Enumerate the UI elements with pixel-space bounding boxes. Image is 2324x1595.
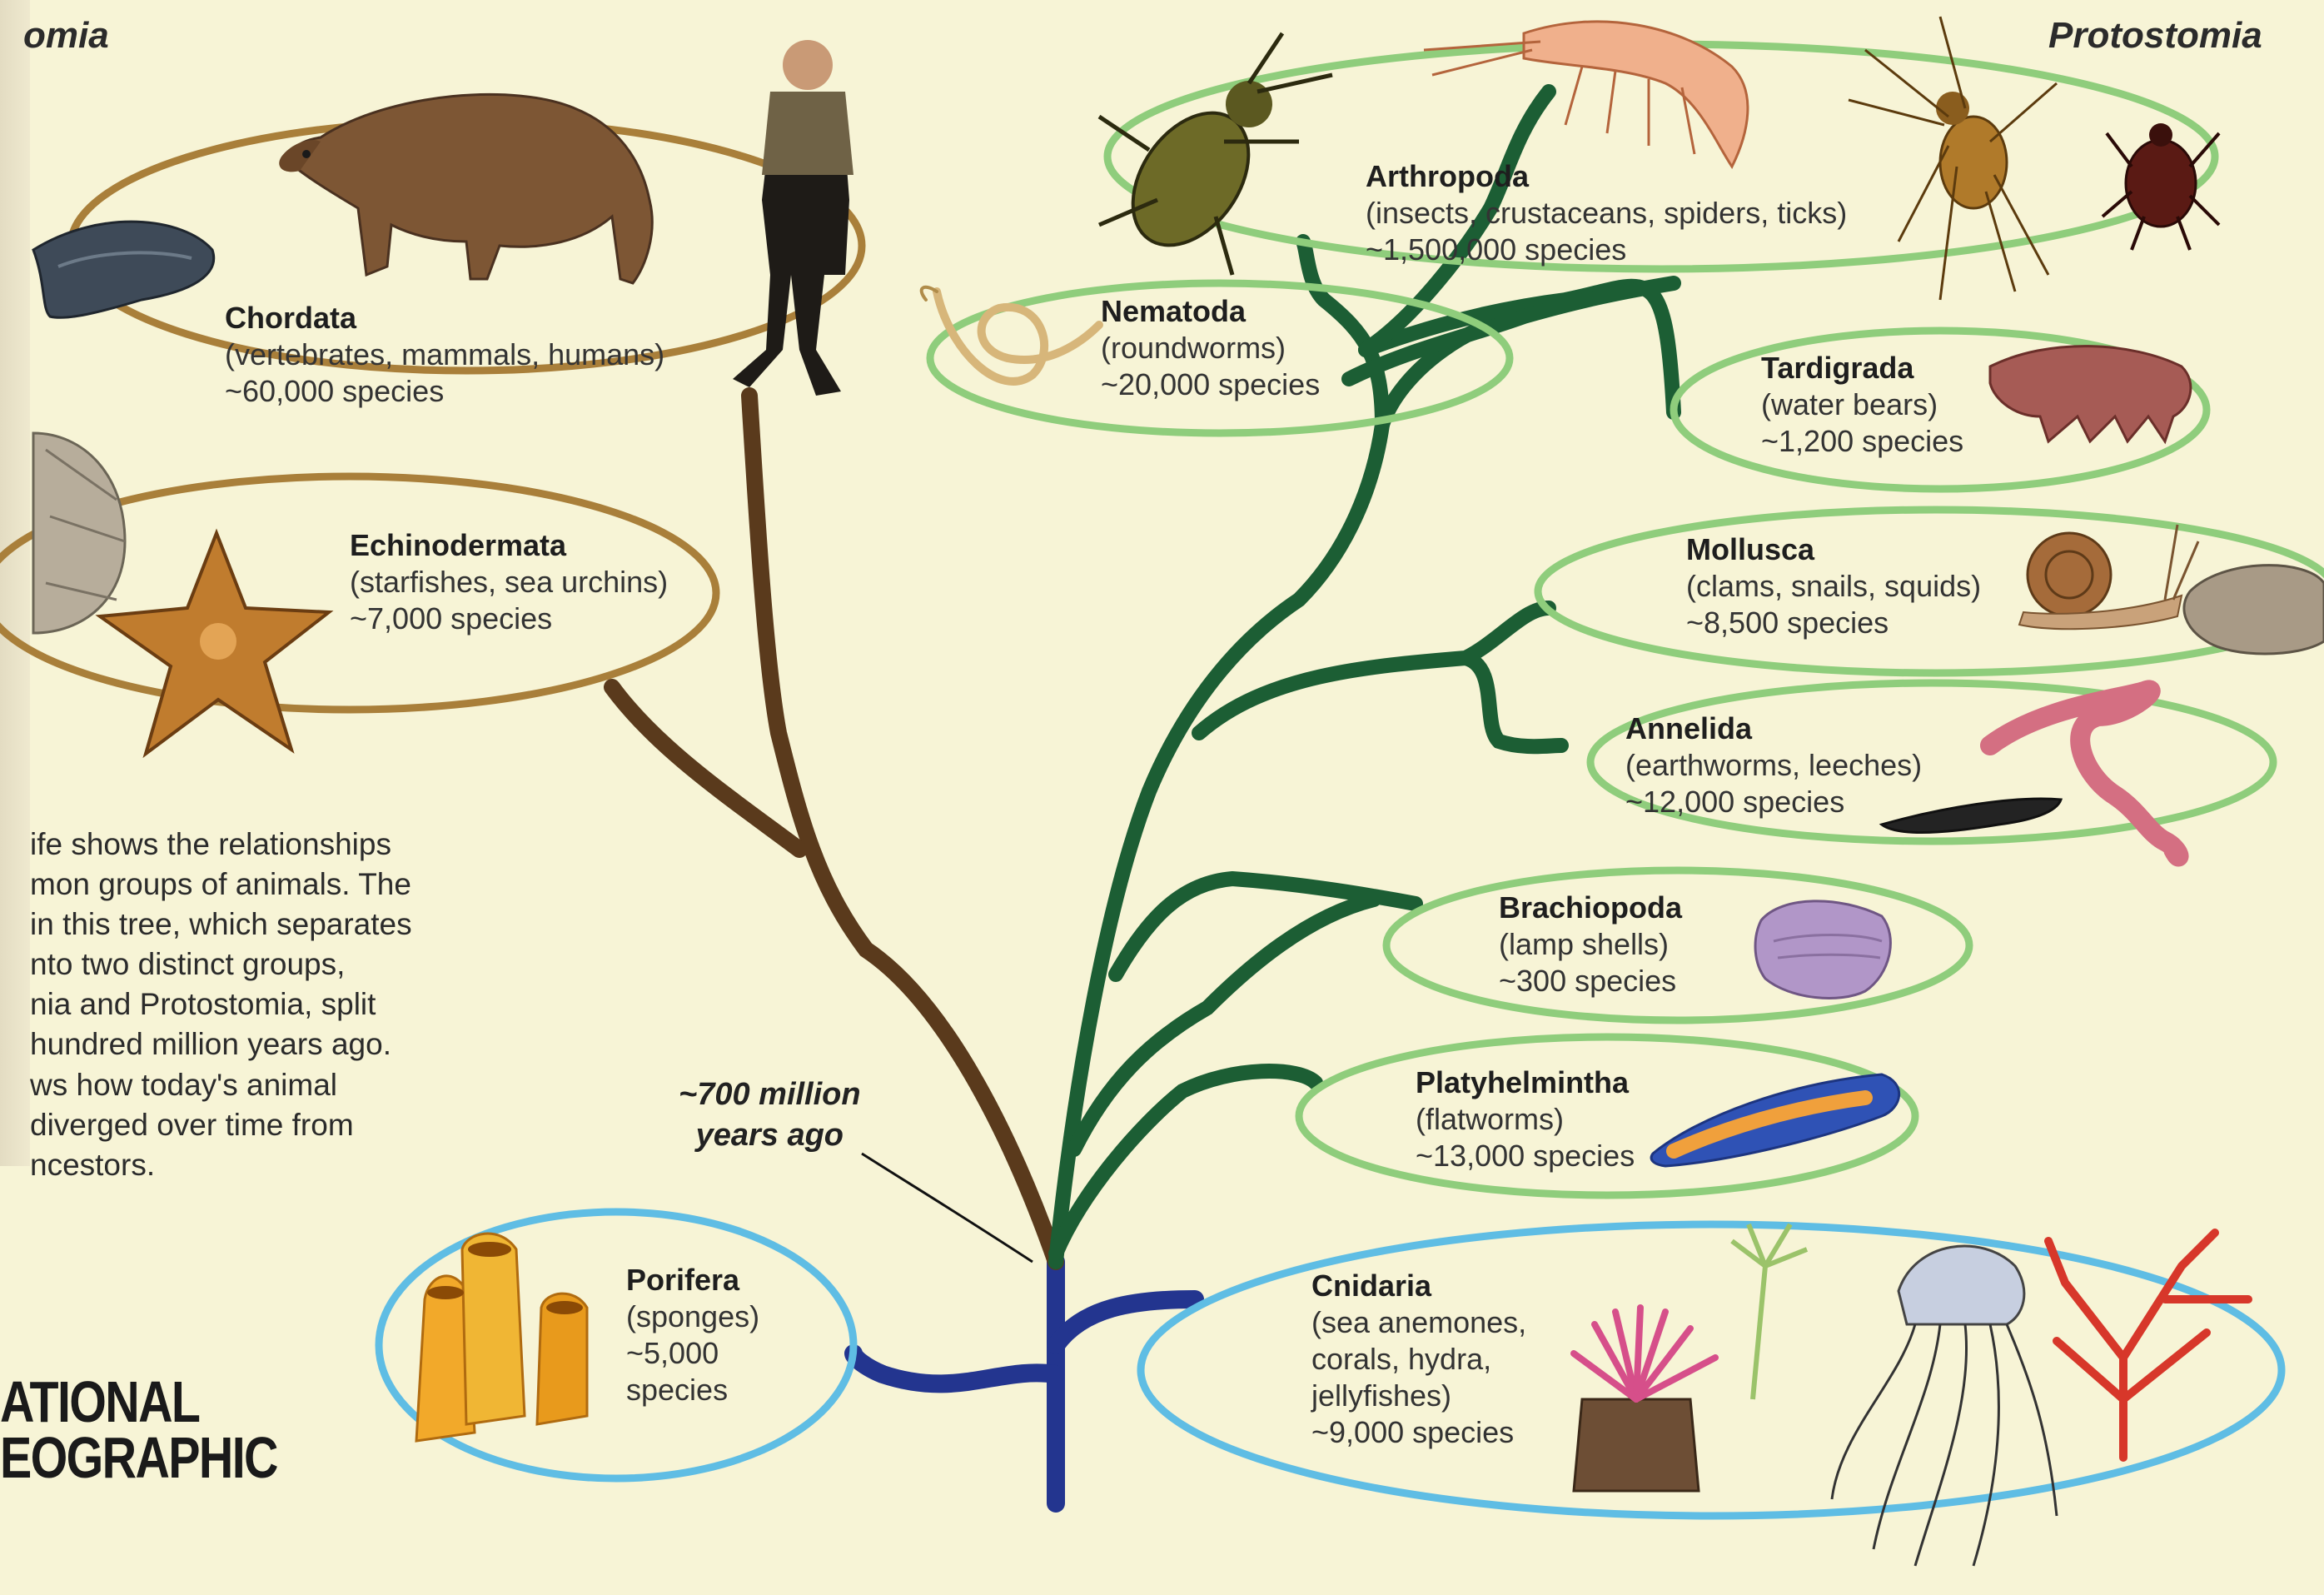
nematoda-label: Nematoda (roundworms) ~20,000 species [1101, 293, 1320, 403]
intro-line: mon groups of animals. The [30, 865, 412, 905]
cnidaria-desc-3: jellyfishes) [1311, 1378, 1526, 1414]
arthropoda-desc: (insects, crustaceans, spiders, ticks) [1366, 195, 1847, 232]
bear-icon [279, 94, 652, 283]
snail-icon [2019, 525, 2198, 629]
intro-line: hundred million years ago. [30, 1024, 412, 1064]
flatworm-icon [1651, 1074, 1899, 1166]
intro-line: diverged over time from [30, 1105, 412, 1145]
cnidaria-name: Cnidaria [1311, 1268, 1526, 1304]
cnidaria-desc-2: corals, hydra, [1311, 1341, 1526, 1378]
human-icon [733, 40, 853, 396]
deuterostomia-label: omia [23, 15, 109, 57]
mollusca-label: Mollusca (clams, snails, squids) ~8,500 … [1686, 531, 1981, 641]
annelida-desc: (earthworms, leeches) [1625, 747, 1922, 784]
time-annotation: ~700 million years ago [679, 1074, 861, 1157]
arthropoda-label: Arthropoda (insects, crustaceans, spider… [1366, 158, 1847, 268]
cnidaria-count: ~9,000 species [1311, 1414, 1526, 1451]
brachiopoda-name: Brachiopoda [1499, 890, 1682, 926]
nematoda-name: Nematoda [1101, 293, 1320, 330]
tardigrada-name: Tardigrada [1761, 350, 1963, 386]
publisher-logo-line-1: ATIONAL [0, 1374, 277, 1430]
annelida-name: Annelida [1625, 710, 1922, 747]
brachiopoda-desc: (lamp shells) [1499, 926, 1682, 963]
lamp-shell-icon [1755, 901, 1890, 999]
nematoda-count: ~20,000 species [1101, 366, 1320, 403]
porifera-label: Porifera (sponges) ~5,000 species [626, 1262, 759, 1408]
jellyfish-icon [1832, 1246, 2057, 1566]
platyhelmintha-desc: (flatworms) [1416, 1101, 1635, 1138]
tardigrade-icon [1990, 346, 2191, 441]
chordata-label: Chordata (vertebrates, mammals, humans) … [225, 300, 664, 410]
time-annotation-line-1: ~700 million [679, 1074, 861, 1115]
mollusca-count: ~8,500 species [1686, 605, 1981, 641]
brachiopoda-label: Brachiopoda (lamp shells) ~300 species [1499, 890, 1682, 999]
echinodermata-count: ~7,000 species [350, 601, 668, 637]
platyhelmintha-name: Platyhelmintha [1416, 1064, 1635, 1101]
brachiopoda-count: ~300 species [1499, 963, 1682, 999]
intro-line: nto two distinct groups, [30, 945, 412, 984]
platyhelmintha-label: Platyhelmintha (flatworms) ~13,000 speci… [1416, 1064, 1635, 1174]
intro-line: ws how today's animal [30, 1065, 412, 1105]
chordata-count: ~60,000 species [225, 373, 664, 410]
tardigrada-label: Tardigrada (water bears) ~1,200 species [1761, 350, 1963, 460]
cnidaria-label: Cnidaria (sea anemones, corals, hydra, j… [1311, 1268, 1526, 1451]
porifera-desc: (sponges) [626, 1298, 759, 1335]
intro-line: nia and Protostomia, split [30, 984, 412, 1024]
cnidaria-desc-1: (sea anemones, [1311, 1304, 1526, 1341]
tardigrada-count: ~1,200 species [1761, 423, 1963, 460]
sponge-icon [416, 1234, 587, 1441]
stingray-icon [33, 222, 214, 317]
arthropoda-name: Arthropoda [1366, 158, 1847, 195]
annelida-label: Annelida (earthworms, leeches) ~12,000 s… [1625, 710, 1922, 820]
tick-icon [2103, 123, 2219, 250]
porifera-count: ~5,000 [626, 1335, 759, 1372]
echinodermata-desc: (starfishes, sea urchins) [350, 564, 668, 601]
intro-line: ncestors. [30, 1145, 412, 1185]
chordata-desc: (vertebrates, mammals, humans) [225, 336, 664, 373]
publisher-logo-line-2: EOGRAPHIC [0, 1430, 277, 1486]
echinodermata-name: Echinodermata [350, 527, 668, 564]
porifera-name: Porifera [626, 1262, 759, 1298]
protostomia-label: Protostomia [2048, 15, 2262, 57]
mollusca-name: Mollusca [1686, 531, 1981, 568]
intro-line: in this tree, which separates [30, 905, 412, 945]
mollusca-desc: (clams, snails, squids) [1686, 568, 1981, 605]
starfish-icon [100, 533, 329, 754]
publisher-logo: ATIONAL EOGRAPHIC [0, 1374, 277, 1485]
platyhelmintha-count: ~13,000 species [1416, 1138, 1635, 1174]
clam-icon [2184, 566, 2324, 654]
sea-urchin-icon [33, 433, 125, 633]
coral-icon [2048, 1233, 2248, 1458]
hydra-icon [1732, 1224, 1807, 1399]
echinodermata-label: Echinodermata (starfishes, sea urchins) … [350, 527, 668, 637]
sea-anemone-icon [1574, 1308, 1715, 1491]
arthropoda-count: ~1,500,000 species [1366, 232, 1847, 268]
chordata-name: Chordata [225, 300, 664, 336]
intro-paragraph: ife shows the relationships mon groups o… [30, 825, 412, 1185]
porifera-count-unit: species [626, 1372, 759, 1408]
annelida-count: ~12,000 species [1625, 784, 1922, 820]
intro-line: ife shows the relationships [30, 825, 412, 865]
tardigrada-desc: (water bears) [1761, 386, 1963, 423]
nematoda-desc: (roundworms) [1101, 330, 1320, 366]
time-pointer-line [862, 1154, 1033, 1262]
time-annotation-line-2: years ago [679, 1115, 861, 1156]
